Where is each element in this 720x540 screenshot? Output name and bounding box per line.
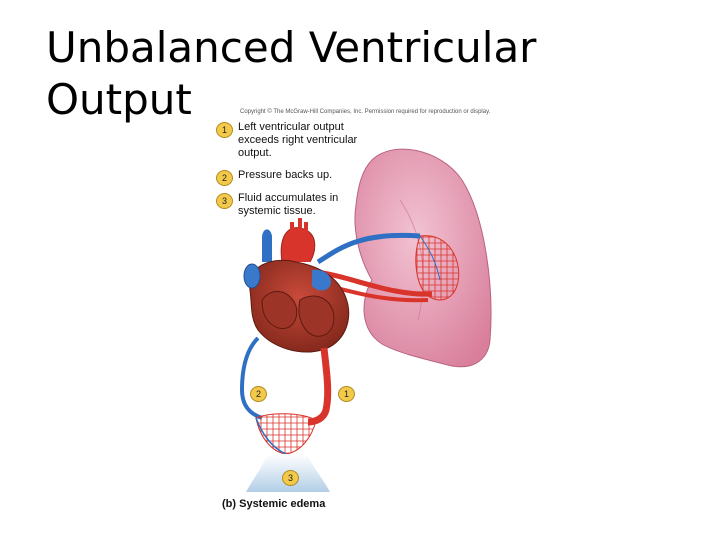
step-text: Fluid accumulates in systemic tissue. (238, 192, 339, 217)
callout-1: 1 (338, 386, 355, 402)
step-number-badge: 1 (216, 122, 233, 138)
caption-text: Systemic edema (239, 498, 326, 510)
step-number-badge: 3 (216, 193, 233, 209)
copyright-notice: Copyright © The McGraw-Hill Companies, I… (240, 109, 491, 115)
pulmonary-capillaries (415, 235, 460, 301)
step-text: Left ventricular output exceeds right ve… (238, 121, 358, 159)
step-number-badge: 2 (216, 170, 233, 186)
systemic-capillaries (255, 413, 317, 455)
heart-lung-illustration (239, 148, 492, 492)
caption-label: (b) (222, 498, 237, 510)
title-line-1: Unbalanced Ventricular (46, 23, 537, 72)
figure-caption: (b) Systemic edema (222, 498, 325, 510)
callout-2: 2 (250, 386, 267, 402)
slide-title: Unbalanced Ventricular Output (46, 22, 686, 126)
title-line-2: Output (46, 75, 192, 124)
step-text: Pressure backs up. (238, 169, 333, 181)
callout-3: 3 (282, 470, 299, 486)
